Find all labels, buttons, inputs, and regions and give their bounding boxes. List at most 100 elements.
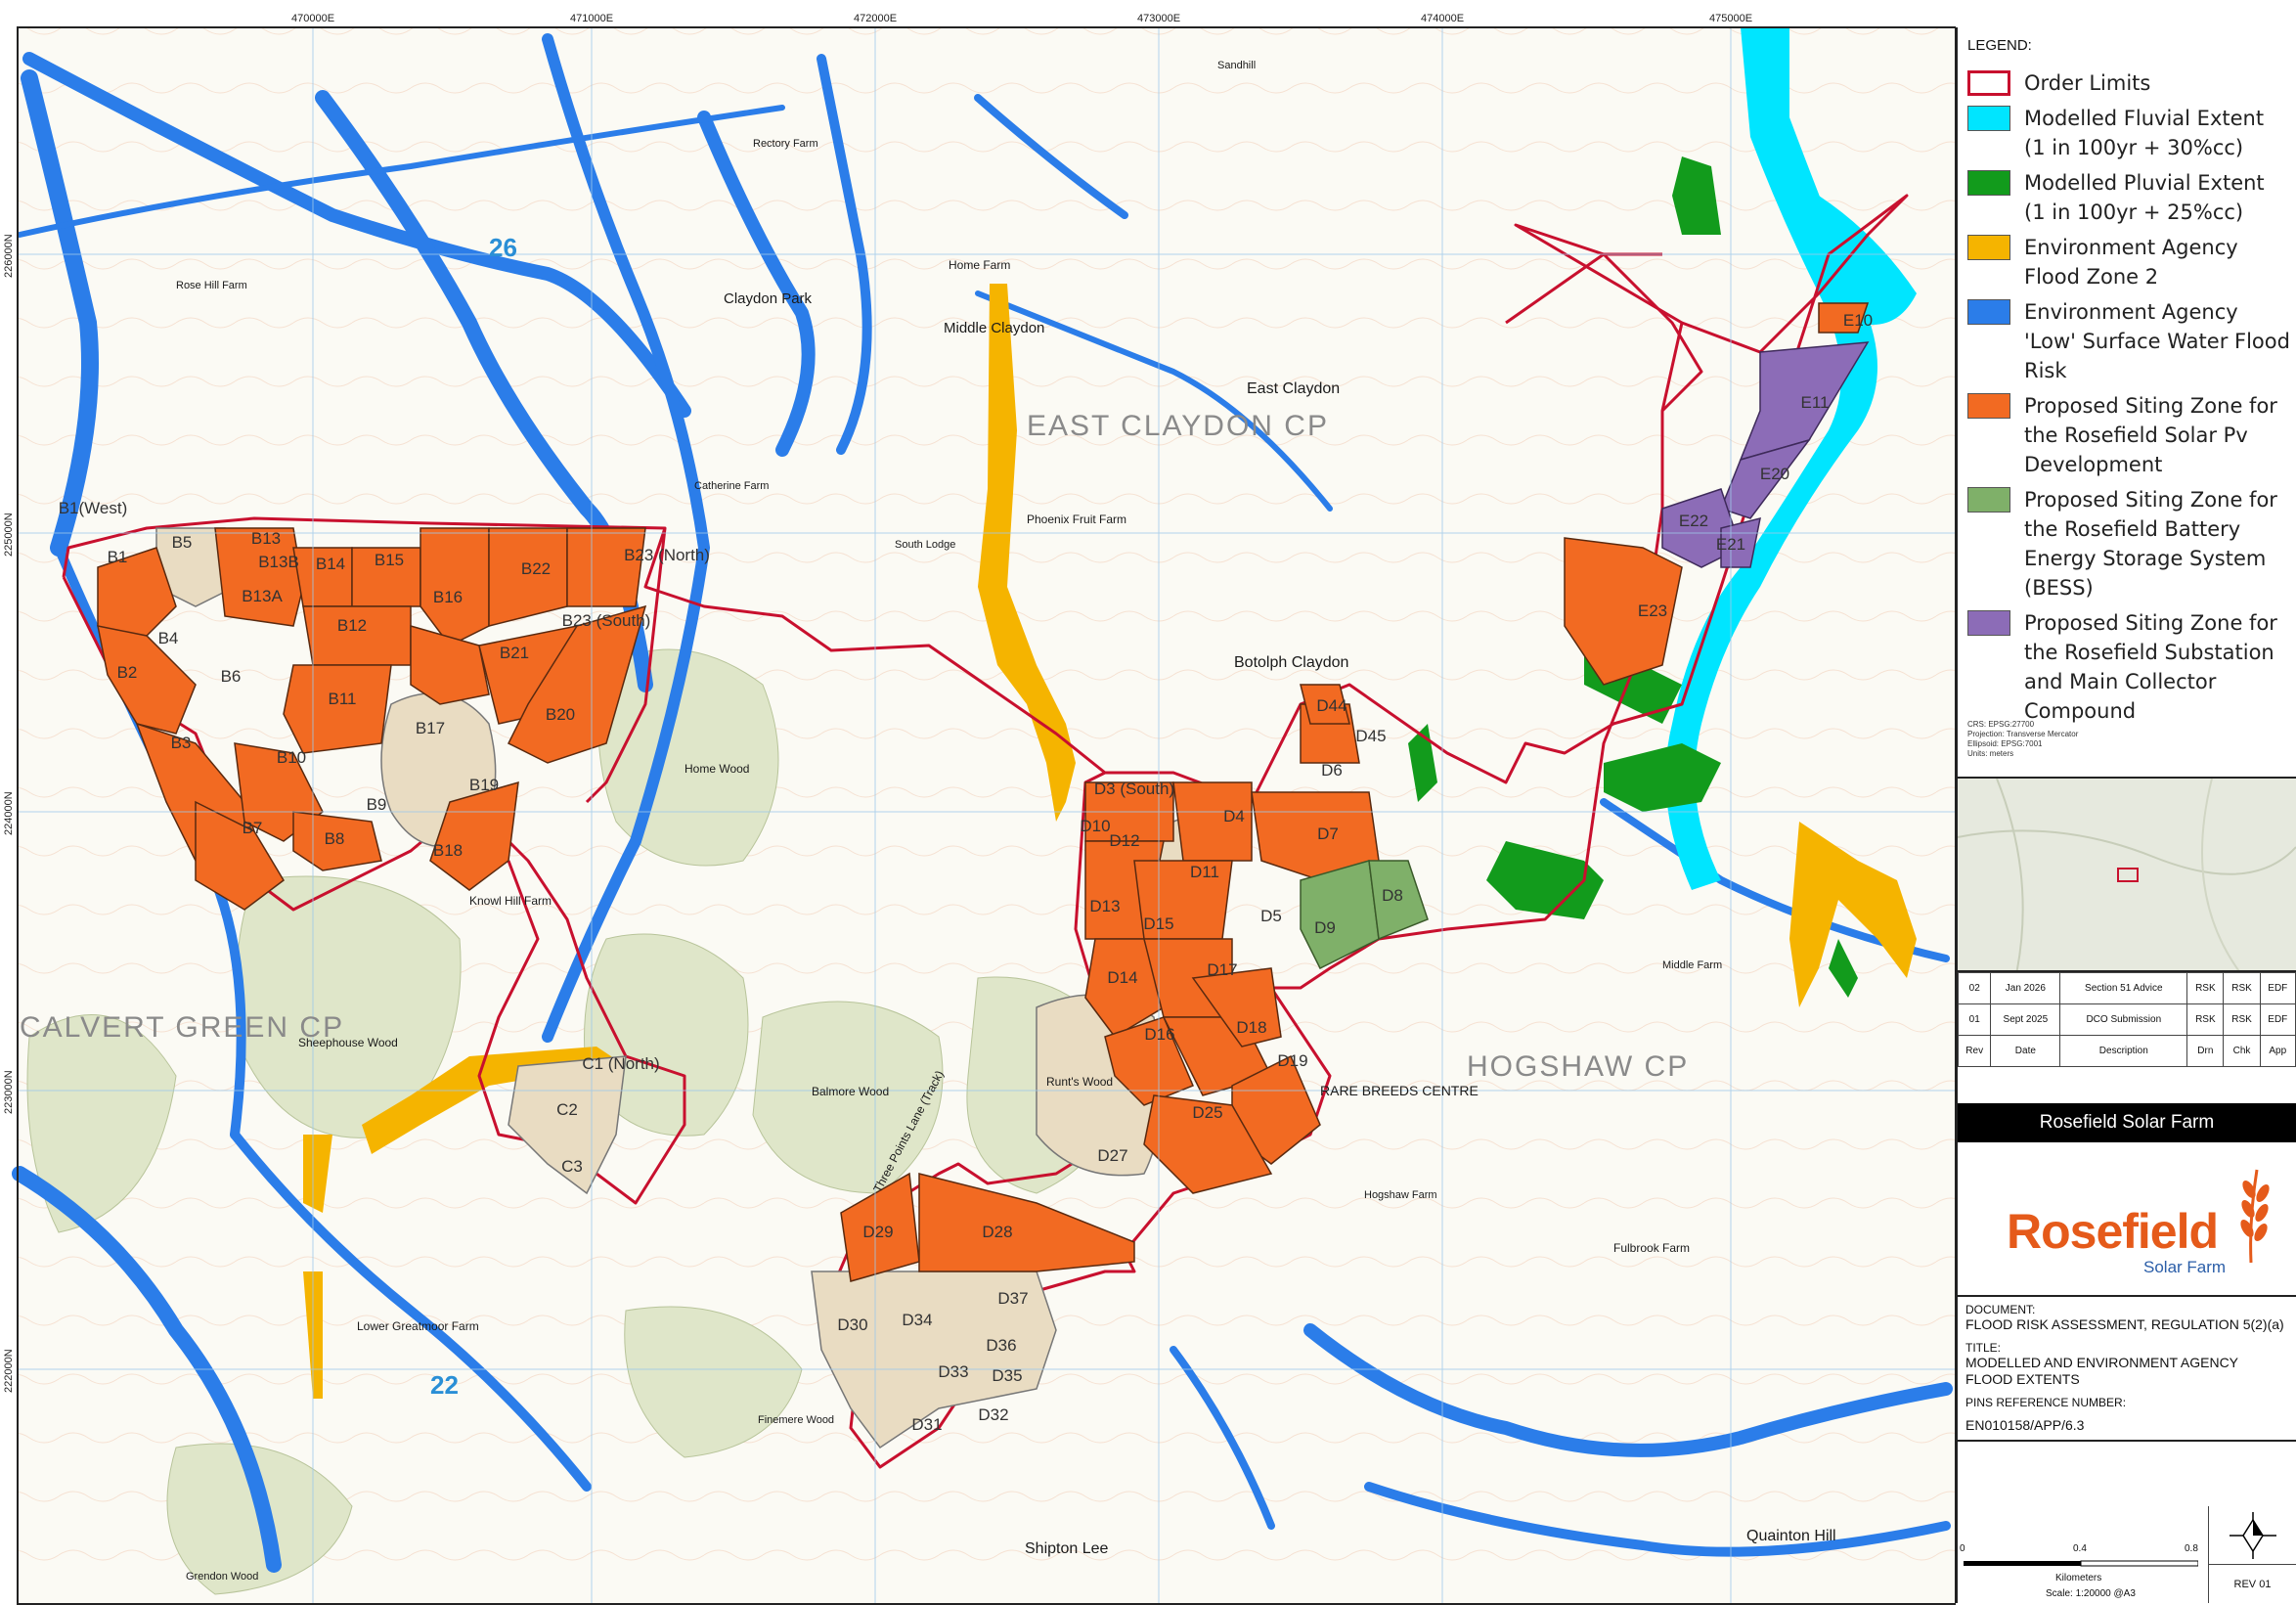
legend-item: Modelled Pluvial Extent (1 in 100yr + 25…: [1967, 168, 2290, 227]
zone-label-b17: B17: [416, 719, 445, 737]
place-hogshaw-cp: HOGSHAW CP: [1467, 1050, 1689, 1083]
wheat-icon: [2240, 1169, 2270, 1264]
legend-label: Environment Agency Flood Zone 2: [2024, 236, 2238, 289]
place-calvert-green-cp: CALVERT GREEN CP: [20, 1011, 344, 1044]
north-arrow-icon: [2230, 1512, 2276, 1559]
zone-label-b23-north-: B23 (North): [624, 546, 710, 564]
flood-extent-map[interactable]: 470000E471000E472000E473000E474000E47500…: [0, 0, 1956, 1605]
place-south-lodge: South Lodge: [895, 539, 955, 551]
zone-label-d30: D30: [837, 1315, 867, 1334]
grid-square-26: 26: [489, 233, 517, 262]
site-location-marker: [2117, 868, 2139, 882]
zone-label-b22: B22: [521, 559, 551, 578]
zone-label-b13b: B13B: [258, 553, 299, 571]
zone-label-b5: B5: [172, 533, 193, 552]
zone-label-b13a: B13A: [242, 587, 283, 605]
zone-label-b16: B16: [433, 588, 463, 606]
zone-labels: B1(West)B1B2B3B4B5B6B7B8B9B10B11B12B13B1…: [59, 311, 1873, 1434]
document-heading: DOCUMENT:: [1965, 1303, 2036, 1316]
zone-label-b11: B11: [329, 690, 357, 708]
northing-label-2: 224000N: [3, 791, 15, 835]
northing-label-4: 222000N: [3, 1349, 15, 1393]
legend-label: Proposed Siting Zone for the Rosefield S…: [2024, 611, 2277, 723]
zone-label-d9: D9: [1314, 918, 1336, 937]
revision-cell: Description: [2059, 1035, 2188, 1067]
zone-label-b1-west-: B1(West): [59, 499, 128, 517]
place-phoenix-fruit-farm: Phoenix Fruit Farm: [1027, 513, 1126, 526]
place-rose-hill-farm: Rose Hill Farm: [176, 280, 247, 291]
zone-label-e11: E11: [1801, 393, 1830, 412]
title-value: MODELLED AND ENVIRONMENT AGENCY FLOOD EX…: [1965, 1355, 2238, 1387]
scale-tick-1: 0.4: [2073, 1543, 2087, 1554]
place-middle-farm: Middle Farm: [1662, 959, 1722, 971]
zone-label-d15: D15: [1143, 914, 1173, 933]
location-inset-map: [1958, 777, 2296, 972]
scale-tick-2: 0.8: [2185, 1543, 2198, 1554]
revision-cell: Section 51 Advice: [2059, 972, 2188, 1004]
place-home-farm: Home Farm: [949, 258, 1010, 272]
legend-item: Proposed Siting Zone for the Rosefield S…: [1967, 391, 2290, 479]
substation-zones: [1661, 341, 1870, 568]
map-border: [17, 26, 1956, 1605]
zone-label-c1-north-: C1 (North): [582, 1054, 659, 1073]
scale-block: 0 0.4 0.8 Kilometers Scale: 1:20000 @A3 …: [1958, 1502, 2296, 1603]
revision-cell: Sept 2025: [1990, 1003, 2061, 1036]
crs-line: CRS: EPSG:27700: [1967, 720, 2035, 729]
zone-label-b2: B2: [117, 663, 138, 682]
legend-swatch: [1967, 170, 2010, 196]
zone-label-c3: C3: [561, 1157, 583, 1176]
place-finemere-wood: Finemere Wood: [758, 1414, 834, 1426]
zone-label-d17: D17: [1207, 960, 1237, 979]
zone-label-b6: B6: [221, 667, 242, 686]
legend-item: Environment Agency 'Low' Surface Water F…: [1967, 297, 2290, 385]
revision-label: REV 01: [2208, 1565, 2296, 1603]
easting-label-4: 474000E: [1421, 13, 1464, 24]
bess-zones: [1300, 860, 1429, 970]
logo: Rosefield Solar Farm: [1958, 1142, 2296, 1297]
place-rectory-farm: Rectory Farm: [753, 138, 818, 150]
northing-label-3: 223000N: [3, 1070, 15, 1114]
legend-item: Proposed Siting Zone for the Rosefield B…: [1967, 485, 2290, 602]
scale-text: Scale: 1:20000 @A3: [2046, 1588, 2136, 1599]
zone-label-e10: E10: [1843, 311, 1873, 330]
legend-swatch: [1967, 393, 2010, 419]
north-arrow-cell: [2208, 1506, 2296, 1565]
zone-label-b10: B10: [277, 748, 306, 767]
place-east-claydon: East Claydon: [1247, 380, 1340, 397]
zone-label-d8: D8: [1382, 886, 1403, 905]
revision-cell: Drn: [2186, 1035, 2225, 1067]
easting-label-3: 473000E: [1137, 13, 1180, 24]
zone-label-d34: D34: [902, 1311, 932, 1329]
zone-label-d7: D7: [1317, 825, 1339, 843]
place-east-claydon-cp: EAST CLAYDON CP: [1027, 410, 1329, 442]
crs-line: Ellipsoid: EPSG:7001: [1967, 739, 2043, 748]
zone-label-d19: D19: [1277, 1051, 1307, 1070]
revision-cell: EDF: [2259, 972, 2296, 1004]
crs-line: Projection: Transverse Mercator: [1967, 730, 2079, 738]
revision-cell: Chk: [2223, 1035, 2261, 1067]
place-botolph-claydon: Botolph Claydon: [1234, 654, 1348, 671]
zone-label-d14: D14: [1107, 968, 1137, 987]
zone-label-d5: D5: [1260, 907, 1282, 925]
zone-label-d37: D37: [997, 1289, 1028, 1308]
place-quainton-hill: Quainton Hill: [1746, 1528, 1836, 1544]
legend-title: LEGEND:: [1967, 37, 2032, 54]
scale-bar: [1964, 1560, 2198, 1567]
place-catherine-farm: Catherine Farm: [694, 480, 769, 492]
legend-swatch: [1967, 610, 2010, 636]
place-home-wood: Home Wood: [684, 762, 749, 776]
document-info: DOCUMENT: FLOOD RISK ASSESSMENT, REGULAT…: [1958, 1297, 2296, 1442]
surface-water-flood-risk: [12, 33, 1953, 1573]
zone-label-d32: D32: [978, 1405, 1008, 1424]
zone-label-b1: B1: [108, 548, 128, 566]
northing-label-1: 225000N: [3, 513, 15, 557]
project-name-bar: Rosefield Solar Farm: [1958, 1103, 2296, 1142]
zone-label-b18: B18: [433, 841, 463, 860]
zone-label-e22: E22: [1679, 512, 1708, 530]
